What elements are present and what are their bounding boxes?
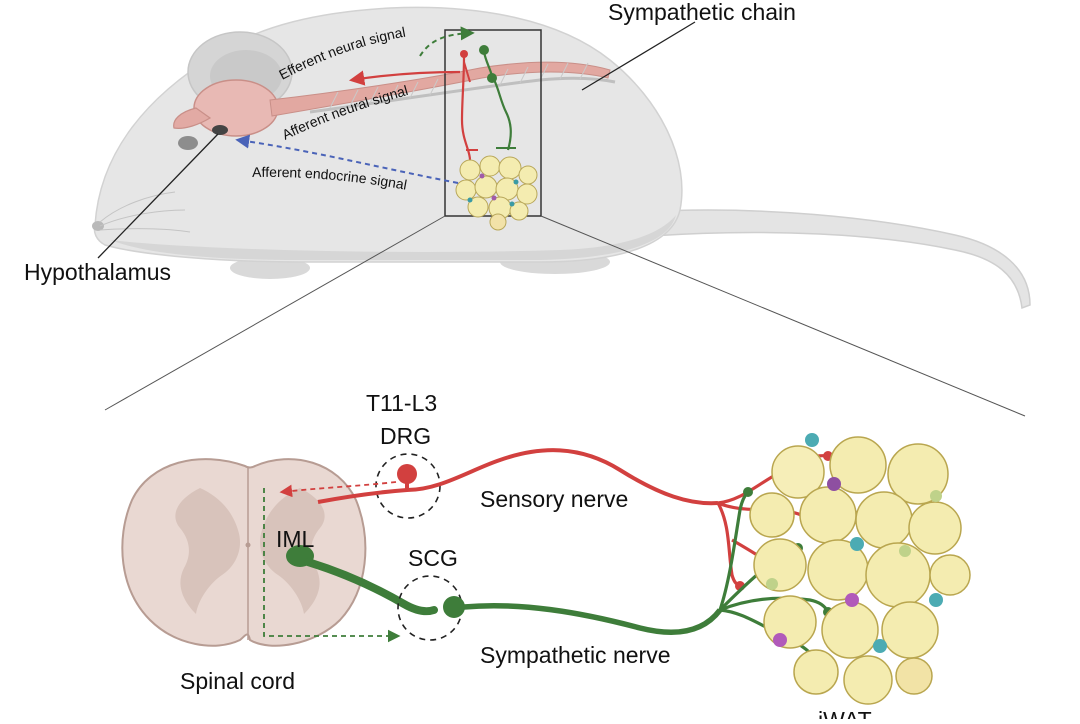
iml-label: IML [276,526,315,552]
zoom-line-right [540,215,1026,417]
mini-fat-pad [455,155,538,231]
hypothalamus-pointer [97,133,219,259]
afferent-spinal-arrow [279,481,397,498]
hypothalamus-marker [212,125,228,135]
brain-olfactory [173,107,212,129]
mouse-illustration [92,6,1031,310]
sympathetic-chain-ganglia [309,62,616,114]
sensory-nerve-label: Sensory nerve [480,486,628,512]
sympathetic-chain-label: Sympathetic chain [608,0,796,25]
sympathetic-chain-pointer [581,21,696,91]
sympathetic-preganglionic-axon [304,558,438,616]
brain [193,79,279,137]
mouse-spinal-cord [269,61,611,117]
mouse-nose [92,221,104,231]
efferent-neural-arrow [419,26,475,57]
mini-sympathetic-nerve [482,51,512,151]
mouse-whiskers [99,191,191,233]
drg-label-line2: DRG [380,423,431,449]
iwat-label: iWAT [818,707,872,719]
mini-circuit [460,45,516,161]
immune-cells [766,433,943,653]
sensory-central-branch [317,488,408,504]
hypothalamus-label: Hypothalamus [24,259,171,285]
iml-neuron [286,545,438,616]
drg-label-line1: T11-L3 [366,390,437,416]
sympathetic-nerve-label: Sympathetic nerve [480,642,670,668]
iwat-tissue [749,436,971,705]
afferent-endocrine-arrow [235,134,459,184]
spinal-gray-matter [175,488,325,614]
scg-label: SCG [408,545,458,571]
scg-neuron [443,596,465,618]
spinal-cord-section [121,458,367,647]
afferent-neural-arrow [348,70,461,86]
zoom-line-left [104,215,446,411]
spinal-cord-label: Spinal cord [180,668,295,694]
mouse-eye [178,136,198,150]
sensory-nerve [406,448,719,506]
drg-neuron [397,464,417,484]
sympathetic-nerve [463,602,723,636]
mouse-tail [638,209,1031,310]
mouse-body [93,6,683,263]
efferent-spinal-arrow [263,488,401,643]
